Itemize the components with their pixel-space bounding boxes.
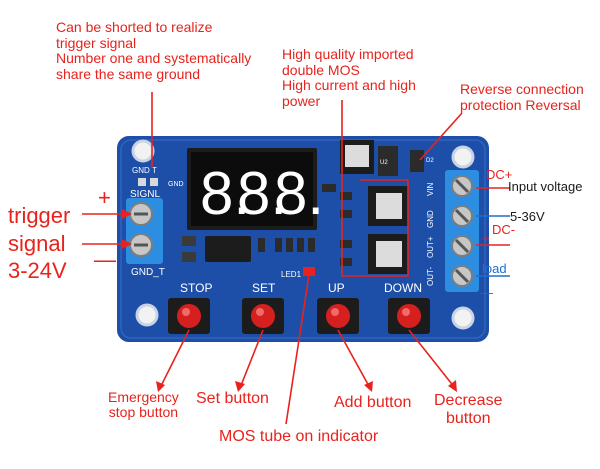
annotation-line: High quality imported [282,46,414,62]
mounting-hole [135,303,159,327]
up-button[interactable] [317,298,359,334]
signal-label: SIGNL [130,189,160,200]
optocoupler-chip [205,236,251,262]
annotation-line: trigger signal [56,34,137,51]
power-terminal-block [445,170,479,292]
gnd-small-label: GND [168,181,184,188]
annotation-line: signal [8,230,66,256]
dc-minus-label: DC- [492,222,516,237]
display-digit: 8. [274,160,324,227]
annotation-line: High current and high [282,77,416,94]
mounting-hole [451,145,475,169]
leader-line [159,329,190,389]
pin-gnd-label: GND [426,210,435,228]
annotation-line: power [282,93,321,110]
pin-vin-label: VIN [426,182,435,196]
annotation-line: Reverse connection [460,81,584,97]
annotation-emergency: Emergency stop button [108,389,179,421]
leader-line [239,329,264,389]
annotation-add: Add button [334,394,412,411]
annotation-line: protection Reversal [460,96,581,113]
down-label: DOWN [384,281,422,295]
leader-line [341,100,409,277]
trigger-minus-sign: — [94,247,116,272]
mounting-hole [451,306,475,330]
display-digit: 8. [237,160,287,227]
annotation-line: stop button [108,404,179,421]
out-plus-sign: + [482,231,490,246]
annotation-line: button [446,410,491,428]
up-label: UP [328,281,345,295]
annotation-line: Can be shorted to realize [56,19,213,35]
pin-out-minus-label: OUT- [426,267,435,286]
load-label: load [482,261,507,276]
annotation-line: Number one and systematically [56,50,252,67]
annotation-line: trigger [8,203,71,228]
gnd-t-label: GND_T [131,267,165,278]
display-digit: 8. [200,160,250,227]
annotation-decrease: Decrease button [434,392,502,429]
down-button[interactable] [388,298,430,334]
d2-label: D2 [426,158,434,164]
annotation-line: Emergency [108,389,179,405]
annotation-line: share the same ground [56,66,200,83]
annotation-mos: High quality imported double MOS High cu… [282,46,416,110]
leader-line [419,112,463,161]
mounting-hole [131,139,155,163]
pin-out-plus-label: OUT+ [426,236,435,258]
gnd-t-top-label: GND T [132,166,157,175]
leader-line [285,274,310,425]
set-label: SET [252,281,276,295]
led1-label: LED1 [281,270,302,279]
annotation-line: Decrease [434,392,503,409]
stop-label: STOP [180,281,212,295]
annotation-set: Set button [196,390,269,407]
annotation-reverse: Reverse connection protection Reversal [460,81,584,113]
input-voltage-label: Input voltage [508,179,583,194]
voltage-range-label: 5-36V [510,209,545,224]
annotation-shorted: Can be shorted to realize trigger signal… [56,19,252,83]
leader-line [408,329,456,389]
leader-line [337,329,371,389]
annotation-trigger: trigger signal 3-24V [8,202,70,285]
led-indicator [303,267,315,276]
annotation-line: 3-24V [8,258,67,283]
annotation-mos-indicator: MOS tube on indicator [219,428,379,445]
set-button[interactable] [242,298,284,334]
out-minus-sign: — [480,285,493,300]
dc-plus-label: DC+ [486,167,513,182]
u2-label: U2 [380,160,388,166]
stop-button[interactable] [168,298,210,334]
reverse-protection-diode [410,150,424,172]
trigger-plus-sign: + [98,185,111,210]
annotation-line: double MOS [282,61,360,78]
